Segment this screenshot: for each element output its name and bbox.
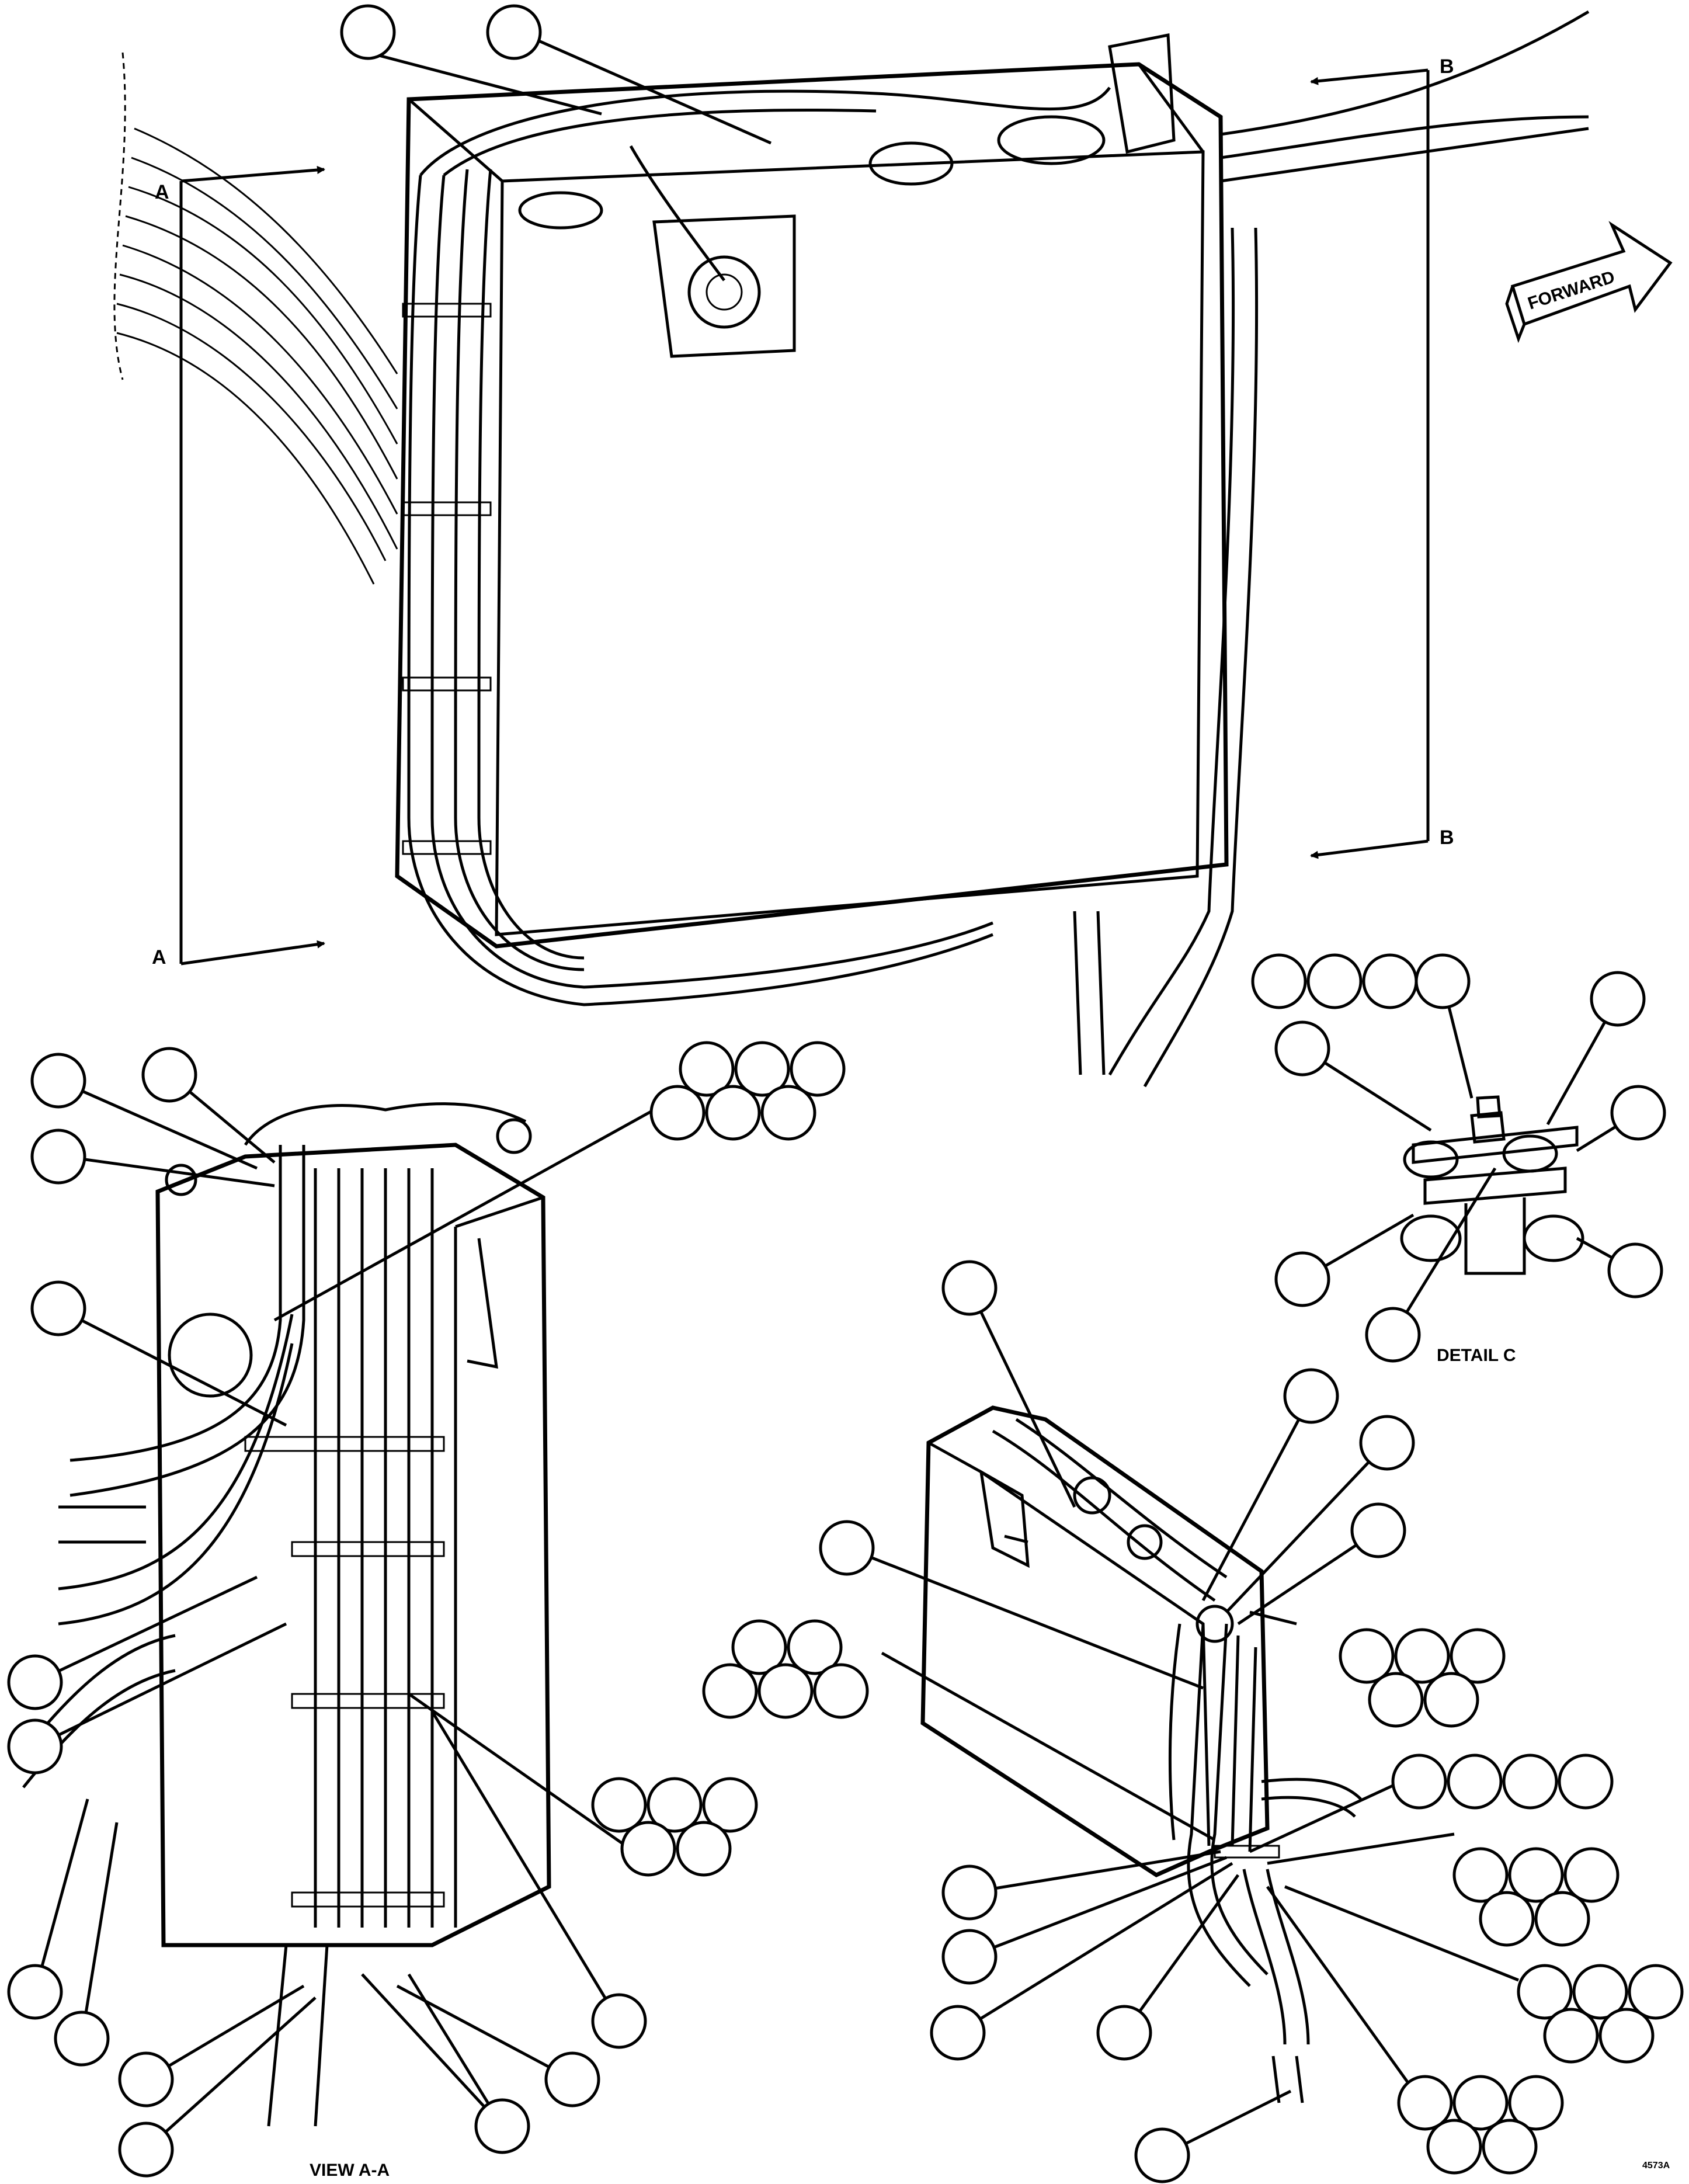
detail-c: DETAIL C [1251, 953, 1666, 1365]
callout-bubble [1415, 953, 1471, 1009]
callout-bubble [1590, 971, 1646, 1027]
callout-bubble [340, 4, 396, 60]
section-a-bottom-label: A [152, 946, 166, 968]
callout-bubble [679, 1041, 735, 1097]
callout-bubble [1350, 1502, 1406, 1558]
callout-bubble [1479, 1891, 1535, 1947]
callout-bubble [1394, 1628, 1450, 1684]
callout-bubble [54, 2011, 110, 2067]
callout-bubble [1452, 1847, 1509, 1903]
callout-bubble [760, 1085, 816, 1141]
callout-bubble [1452, 2075, 1509, 2131]
callout-bubble [757, 1663, 814, 1719]
callout-bubble [1563, 1847, 1620, 1903]
detail-c-clamp [1400, 1095, 1584, 1275]
callout-bubble [1558, 1754, 1614, 1810]
main-assembly-view: A A B B FORWARD [113, 4, 1673, 1088]
callout-bubble [941, 1864, 998, 1921]
callout-bubble [1508, 1847, 1564, 1903]
callout-bubble [591, 1993, 647, 2049]
left-harness-strands [113, 52, 398, 585]
callout-bubble [30, 1280, 86, 1336]
view-aa: VIEW A-A [7, 1041, 846, 2180]
callout-bubble [734, 1041, 790, 1097]
figure-id: 4573A [1642, 2161, 1670, 2171]
callout-bubble [649, 1085, 706, 1141]
detail-c-label: DETAIL C [1437, 1346, 1516, 1365]
callout-bubble [1482, 2119, 1538, 2175]
section-a-top-label: A [155, 181, 169, 203]
callout-bubble [118, 2121, 174, 2178]
callout-bubble [1543, 2008, 1599, 2064]
section-b-marker: B B [1310, 55, 1454, 859]
callout-bubble [1362, 953, 1418, 1009]
callout-bubble [1283, 1368, 1339, 1424]
callout-bubble [1508, 2075, 1564, 2131]
cable-harness-main [402, 86, 1111, 1006]
callout-bubble [1607, 1242, 1663, 1298]
callout-bubble [1368, 1672, 1424, 1728]
callout-bubble [1450, 1628, 1506, 1684]
callout-bubble [941, 1929, 998, 1985]
callout-bubble [702, 1663, 758, 1719]
view-bb [702, 1260, 1684, 2183]
callout-bubble [544, 2051, 600, 2107]
callout-bubble [930, 2005, 986, 2061]
callout-bubble [1502, 1754, 1558, 1810]
callout-bubble [1426, 2119, 1482, 2175]
callout-bubble [1339, 1628, 1395, 1684]
view-aa-label: VIEW A-A [310, 2161, 390, 2180]
callout-bubble [813, 1663, 869, 1719]
section-b-bottom-label: B [1440, 827, 1454, 849]
callout-bubble [7, 1718, 63, 1775]
view-aa-box [155, 1102, 551, 1947]
callout-bubble [1306, 953, 1363, 1009]
avionics-box [395, 10, 1590, 1088]
callout-bubble [30, 1129, 86, 1185]
callout-bubble [591, 1777, 647, 1833]
callout-bubble [1096, 2005, 1152, 2061]
callout-bubble [474, 2098, 530, 2154]
callout-bubble [941, 1260, 998, 1316]
callout-bubble [647, 1777, 703, 1833]
section-a-marker: A A [152, 165, 325, 968]
callout-bubble [486, 4, 542, 60]
callout-bubble [731, 1619, 787, 1675]
callout-bubble [1274, 1020, 1330, 1077]
callout-bubble [1572, 1964, 1628, 2020]
callout-bubble [1628, 1964, 1684, 2020]
callout-bubble [141, 1047, 197, 1103]
callout-bubble [1447, 1754, 1503, 1810]
callout-bubble [1391, 1754, 1447, 1810]
callout-bubble [819, 1520, 875, 1576]
callout-bubble [1534, 1891, 1590, 1947]
view-aa-harness [22, 1145, 445, 2127]
callout-bubble [620, 1821, 676, 1877]
callout-bubble [30, 1053, 86, 1109]
callout-bubble [1610, 1085, 1666, 1141]
callout-bubble [1598, 2008, 1655, 2064]
callout-bubble [787, 1619, 843, 1675]
callout-bubble [702, 1777, 758, 1833]
callout-bubble [1134, 2127, 1190, 2183]
callout-bubble [1251, 953, 1307, 1009]
callout-bubble [7, 1964, 63, 2020]
callout-bubble [118, 2051, 174, 2107]
forward-arrow-icon: FORWARD [1505, 221, 1673, 343]
callout-bubble [1365, 1307, 1421, 1363]
callout-bubble [1359, 1415, 1415, 1471]
callout-bubble [7, 1654, 63, 1710]
callout-bubble [676, 1821, 732, 1877]
callout-bubble [1423, 1672, 1479, 1728]
callout-bubble [1517, 1964, 1573, 2020]
callout-bubble [1274, 1251, 1330, 1307]
callout-bubble [790, 1041, 846, 1097]
callout-bubble [705, 1085, 761, 1141]
callout-bubble [1397, 2075, 1453, 2131]
section-b-top-label: B [1440, 55, 1454, 78]
